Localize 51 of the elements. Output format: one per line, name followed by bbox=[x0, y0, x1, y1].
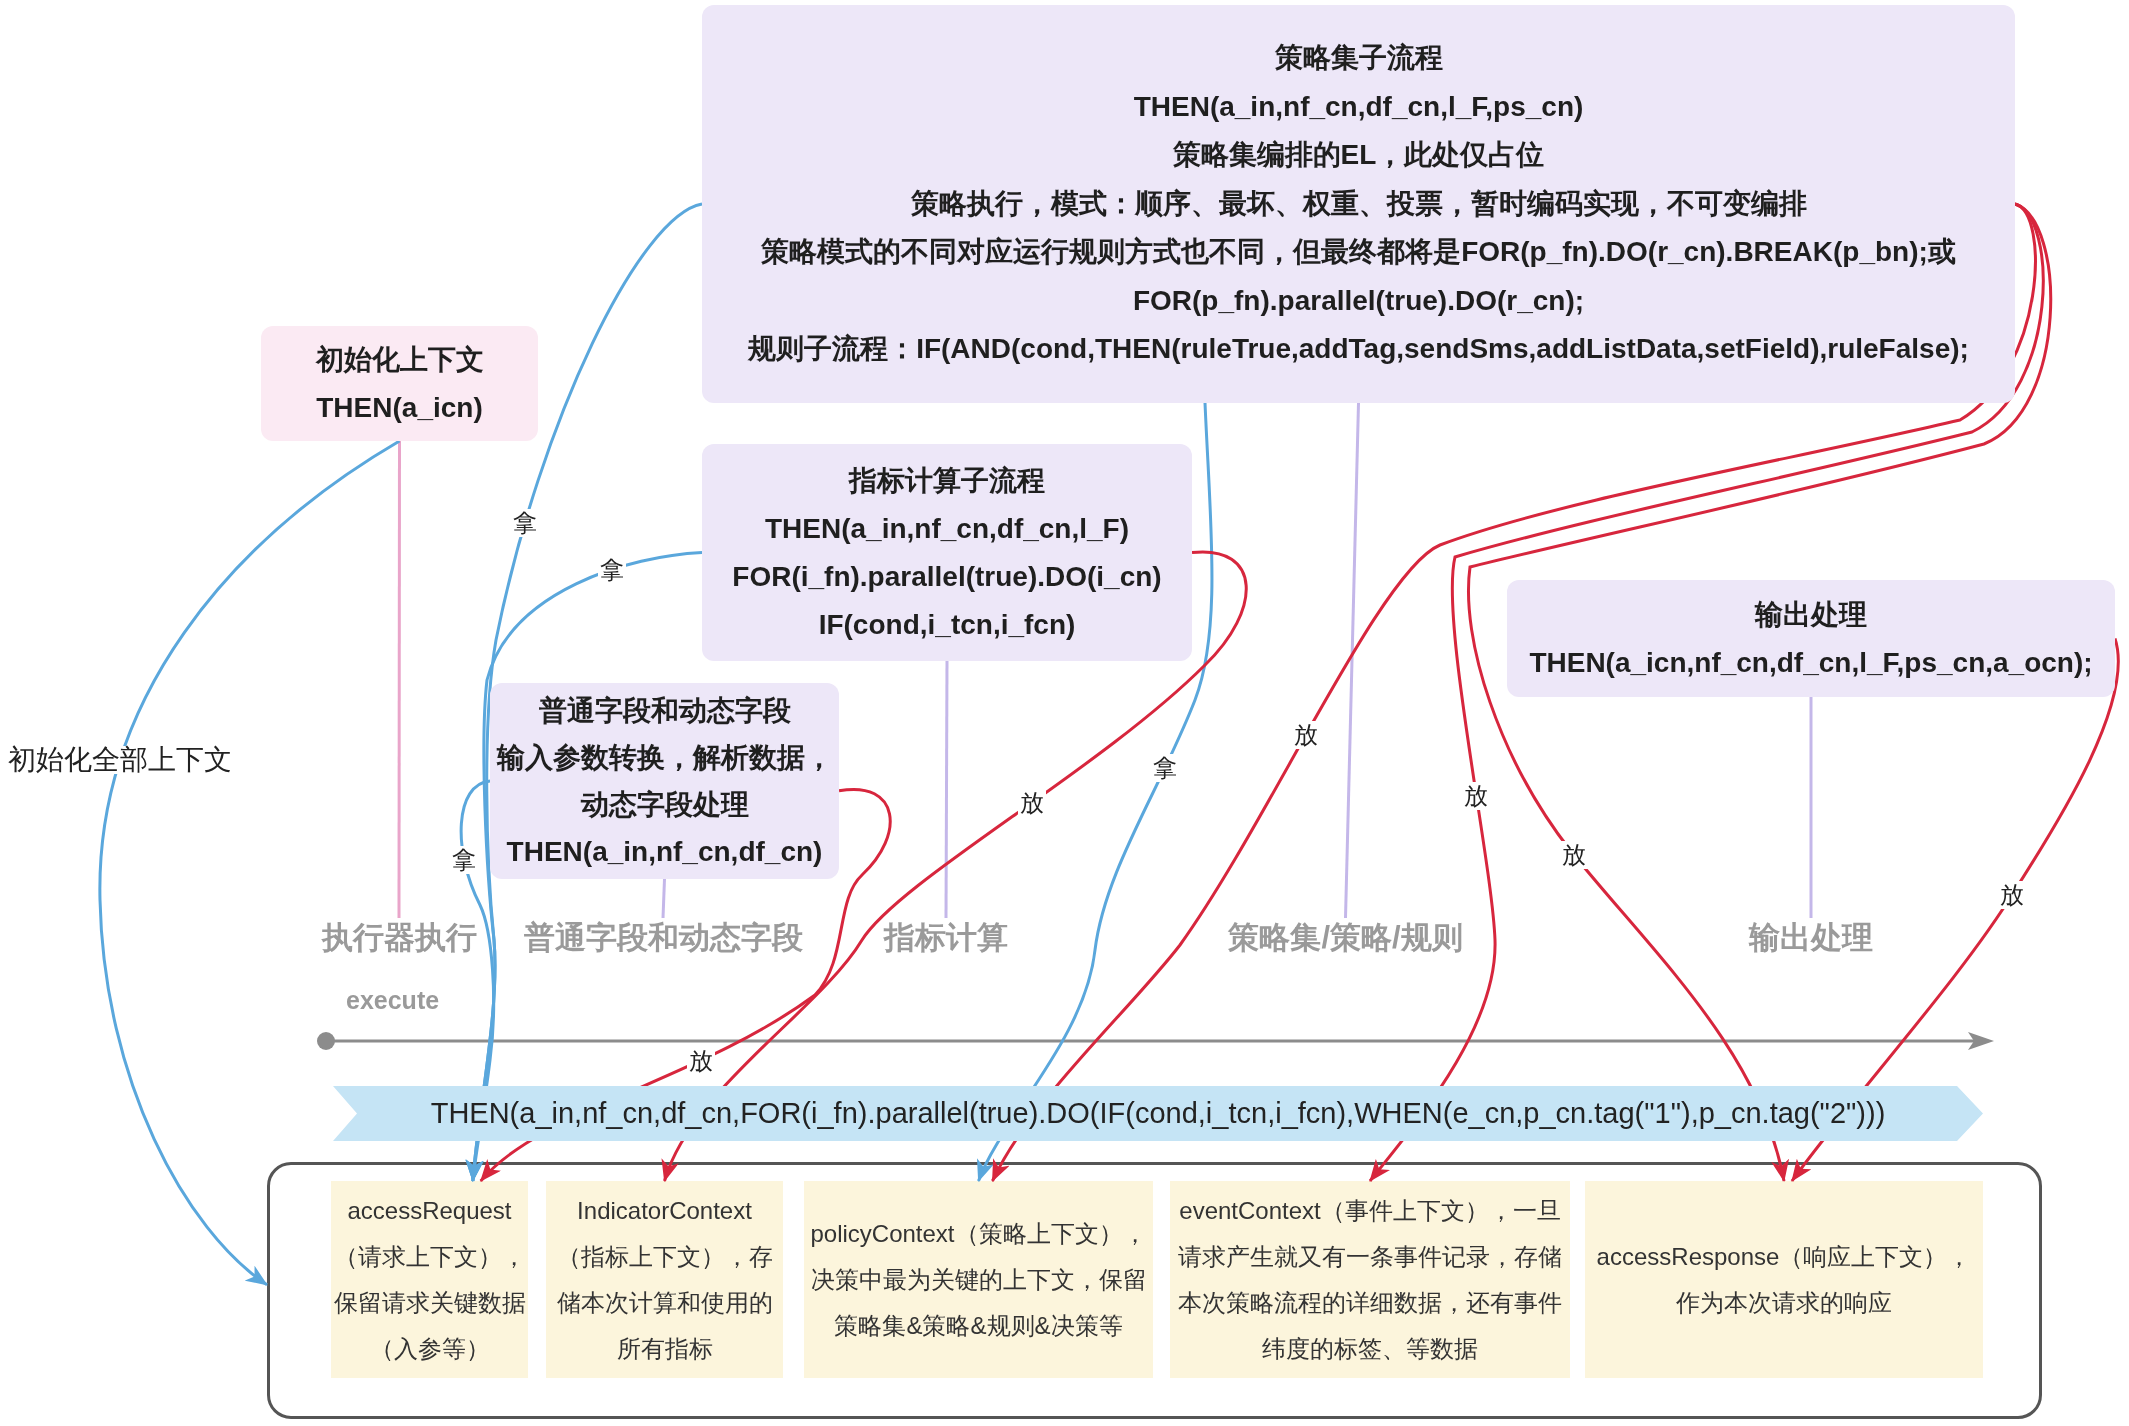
context-card: policyContext（策略上下文），决策中最为关键的上下文，保留策略集&策略&规则&决策等 bbox=[804, 1181, 1153, 1378]
process-box bbox=[1507, 580, 2115, 697]
box-title: 普通字段和动态字段 bbox=[538, 694, 791, 728]
stage-label: 输出处理 bbox=[1746, 918, 1876, 958]
box-text: 策略集编排的EL，此处仅占位 bbox=[1172, 138, 1545, 173]
edge-label: 拿 bbox=[510, 508, 539, 537]
arrow bbox=[98, 439, 401, 1287]
box-text: THEN(a_in,nf_cn,df_cn,l_F) bbox=[764, 511, 1129, 546]
box-text: THEN(a_icn,nf_cn,df_cn,l_F,ps_cn,a_ocn); bbox=[1529, 645, 2093, 680]
box-text: THEN(a_in,nf_cn,df_cn) bbox=[506, 835, 823, 869]
edge-label: 拿 bbox=[1150, 754, 1179, 783]
edge-label: 放 bbox=[1291, 720, 1320, 749]
box-text: 规则子流程：IF(AND(cond,THEN(ruleTrue,addTag,sendSms,addListData,setField),ruleFalse); bbox=[748, 332, 1969, 367]
edge-label: 拿 bbox=[597, 555, 626, 584]
stage-label: 执行器执行 bbox=[314, 918, 484, 958]
box-title: 初始化上下文 bbox=[315, 342, 484, 377]
context-card: accessResponse（响应上下文），作为本次请求的响应 bbox=[1585, 1181, 1983, 1378]
ribbon-text: THEN(a_in,nf_cn,df_cn,FOR(i_fn).parallel(true).DO(IF(cond,i_tcn,i_fcn),WHEN(e_cn,p_cn.tag("1"),p_cn.tag("2"))) bbox=[430, 1097, 1886, 1130]
arrow bbox=[663, 550, 1248, 1182]
connector-line bbox=[944, 661, 949, 918]
context-panel bbox=[267, 1162, 2042, 1419]
context-card: accessRequest（请求上下文），保留请求关键数据（入参等） bbox=[331, 1181, 528, 1378]
process-box bbox=[490, 683, 839, 879]
box-text: 策略执行，模式：顺序、最坏、权重、投票，暂时编码实现，不可变编排 bbox=[910, 186, 1807, 221]
box-text: THEN(a_icn) bbox=[316, 390, 483, 425]
edge-label: 放 bbox=[1997, 881, 2026, 910]
edge-label: 放 bbox=[1560, 841, 1589, 870]
arrow bbox=[977, 402, 1214, 1182]
connector-line bbox=[661, 878, 666, 919]
box-text: 输入参数转换，解析数据，动态字段处理 bbox=[495, 741, 834, 822]
connector-line bbox=[1809, 697, 1813, 918]
process-box bbox=[702, 5, 2015, 403]
box-text: FOR(i_fn).parallel(true).DO(i_cn) bbox=[732, 559, 1162, 594]
box-title: 指标计算子流程 bbox=[849, 463, 1045, 498]
stage-label: 普通字段和动态字段 bbox=[518, 918, 808, 958]
stage-label: 指标计算 bbox=[881, 918, 1011, 958]
stage-label: 策略集/策略/规则 bbox=[1223, 918, 1468, 958]
box-title: 输出处理 bbox=[1755, 597, 1867, 632]
context-card: IndicatorContext（指标上下文），存储本次计算和使用的所有指标 bbox=[546, 1181, 783, 1378]
edge-label: 放 bbox=[1017, 788, 1046, 817]
arrow bbox=[1467, 202, 2052, 1182]
process-box bbox=[261, 326, 538, 441]
connector-line bbox=[1344, 402, 1360, 919]
box-title: 策略集子流程 bbox=[1274, 41, 1443, 76]
box-text: IF(cond,i_tcn,i_fcn) bbox=[818, 607, 1076, 642]
process-box bbox=[702, 444, 1192, 661]
box-text: THEN(a_in,nf_cn,df_cn,l_F,ps_cn) bbox=[1133, 89, 1584, 124]
axis-label: execute bbox=[346, 986, 440, 1015]
context-card: eventContext（事件上下文），一旦请求产生就又有一条事件记录，存储本次策略流程的详细数据，还有事件纬度的标签、等数据 bbox=[1170, 1181, 1570, 1378]
box-text: 策略模式的不同对应运行规则方式也不同，但最终都将是FOR(p_fn).DO(r_cn).BREAK(p_bn);或FOR(p_fn).parallel(true).DO(r_cn); bbox=[760, 235, 1957, 318]
connector-line bbox=[397, 441, 401, 918]
